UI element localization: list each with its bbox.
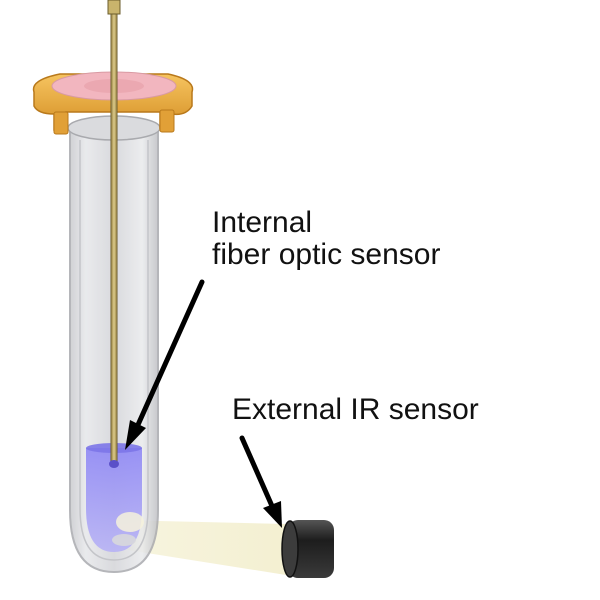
ir-beam <box>116 520 286 575</box>
arrow-external <box>239 435 282 528</box>
label-internal-line1: Internal <box>212 206 312 239</box>
ir-sensor <box>281 520 334 578</box>
fiber-tip <box>109 460 119 468</box>
ir-spot <box>116 512 144 532</box>
label-external: External IR sensor <box>232 393 479 426</box>
fiber-optic <box>107 0 121 468</box>
tube-bottom-highlight <box>112 534 136 546</box>
arrow-internal <box>125 279 205 450</box>
label-internal-line2: fiber optic sensor <box>212 238 440 271</box>
